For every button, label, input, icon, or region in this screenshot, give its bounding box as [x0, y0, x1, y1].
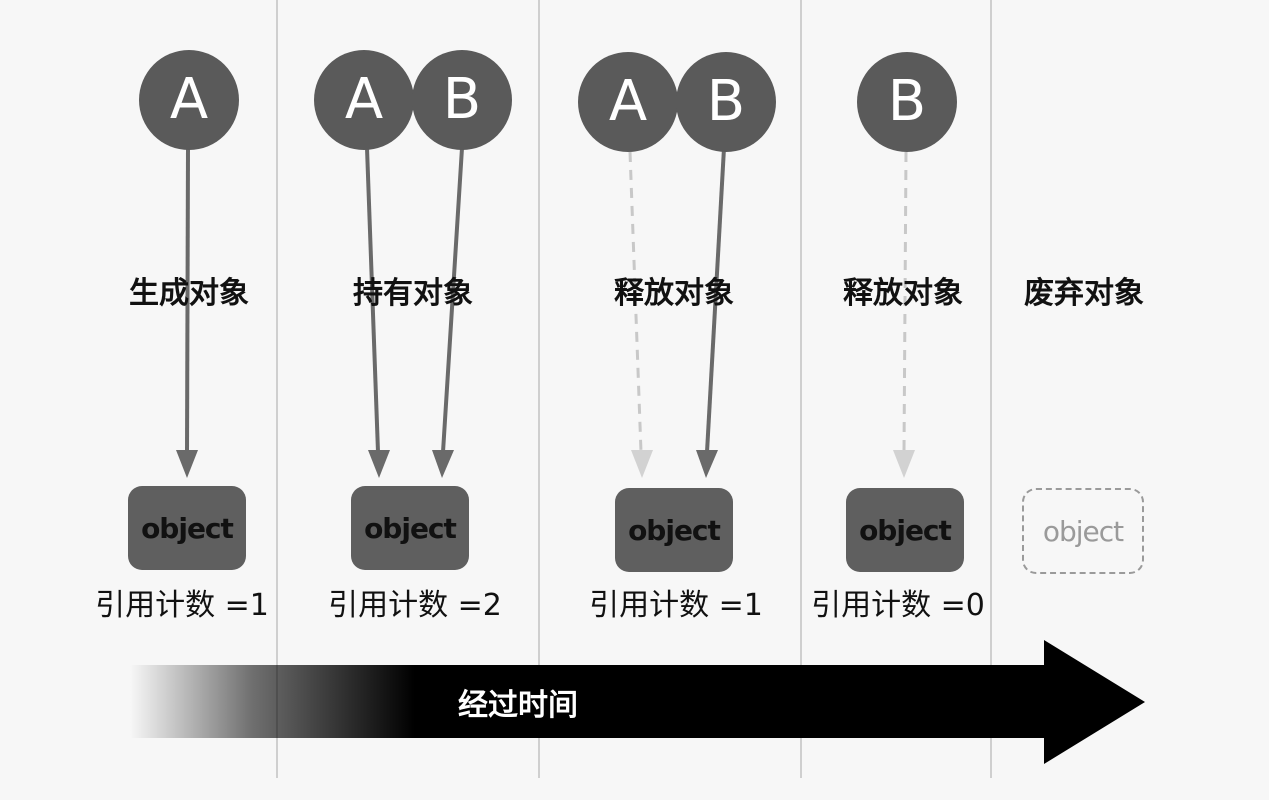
- holder-b-circle: B: [857, 52, 957, 152]
- discarded-object-box: object: [1022, 488, 1144, 574]
- reference-arrow-a: [176, 147, 198, 478]
- reference-arrow-b: [432, 147, 464, 478]
- step-label: 释放对象: [614, 276, 734, 311]
- timeline-arrow: [130, 640, 1145, 764]
- object-box: object: [615, 488, 733, 572]
- step-label: 生成对象: [129, 276, 249, 311]
- holder-a-circle: A: [139, 50, 239, 150]
- reference-count: 引用计数 =2: [328, 588, 502, 623]
- released-arrow-b: [893, 151, 915, 478]
- step-label: 释放对象: [843, 276, 963, 311]
- step-label: 持有对象: [353, 276, 473, 311]
- reference-count: 引用计数 =1: [589, 588, 763, 623]
- holder-b-circle: B: [676, 52, 776, 152]
- step-label: 废弃对象: [1024, 276, 1144, 311]
- column-divider: [990, 0, 992, 778]
- timeline-label: 经过时间: [458, 688, 578, 723]
- released-arrow-a: [628, 151, 653, 478]
- holder-a-circle: A: [314, 50, 414, 150]
- reference-arrow-b: [696, 147, 726, 478]
- object-box: object: [128, 486, 246, 570]
- reference-count: 引用计数 =1: [95, 588, 269, 623]
- object-box: object: [351, 486, 469, 570]
- holder-a-circle: A: [578, 52, 678, 152]
- reference-arrow-a: [365, 147, 390, 478]
- reference-count: 引用计数 =0: [811, 588, 985, 623]
- column-divider: [538, 0, 540, 778]
- column-divider: [276, 0, 278, 778]
- column-divider: [800, 0, 802, 778]
- holder-b-circle: B: [412, 50, 512, 150]
- object-box: object: [846, 488, 964, 572]
